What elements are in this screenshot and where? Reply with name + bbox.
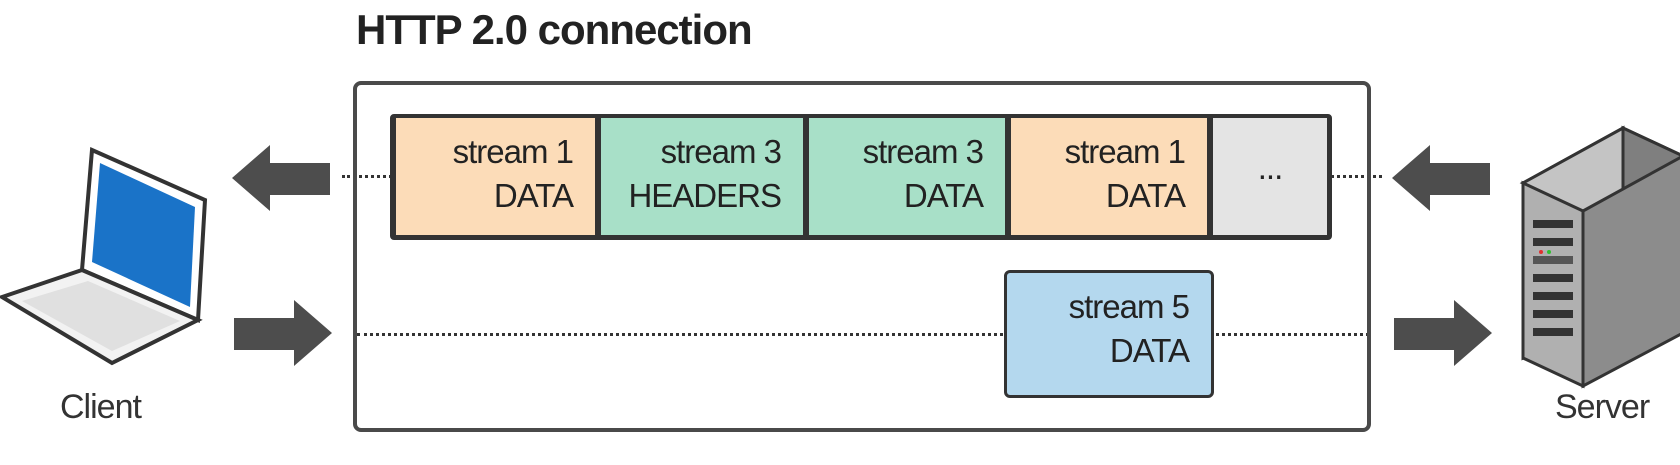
frame-stream-label: stream 1 [452,133,574,170]
frame-type-label: DATA [903,177,984,214]
server-tower-icon [1519,125,1680,389]
frame-type-label: DATA [493,177,574,214]
frame-type-label: DATA [1109,332,1190,369]
arrow-right-server-icon [1394,300,1492,366]
frame-stream5-data: stream 5 DATA [1004,270,1214,398]
top-frame-row-outline [390,114,1332,240]
frame-stream-label: stream 3 [660,133,782,170]
client-label: Client [60,388,142,426]
frame-stream-label: stream 5 [1068,288,1190,325]
frame-more-label: ... [1257,149,1284,186]
frame-type-label: HEADERS [628,177,782,214]
laptop-icon [0,147,208,366]
arrow-left-client-icon [232,145,330,211]
frame-stream-label: stream 3 [862,133,984,170]
arrow-right-client-icon [234,300,332,366]
frame-stream3-headers: stream 3 HEADERS [598,115,806,238]
frame-stream3-data: stream 3 DATA [806,115,1008,238]
connection-box [353,81,1371,432]
server-label: Server [1555,388,1650,426]
frame-stream1-data-2: stream 1 DATA [1008,115,1210,238]
frame-ellipsis: ... [1210,115,1330,238]
client-to-server-dotted-line [357,333,1369,336]
frame-type-label: DATA [1105,177,1186,214]
diagram-title: HTTP 2.0 connection [356,6,753,53]
arrow-left-server-icon [1392,145,1490,211]
frame-stream-label: stream 1 [1064,133,1186,170]
